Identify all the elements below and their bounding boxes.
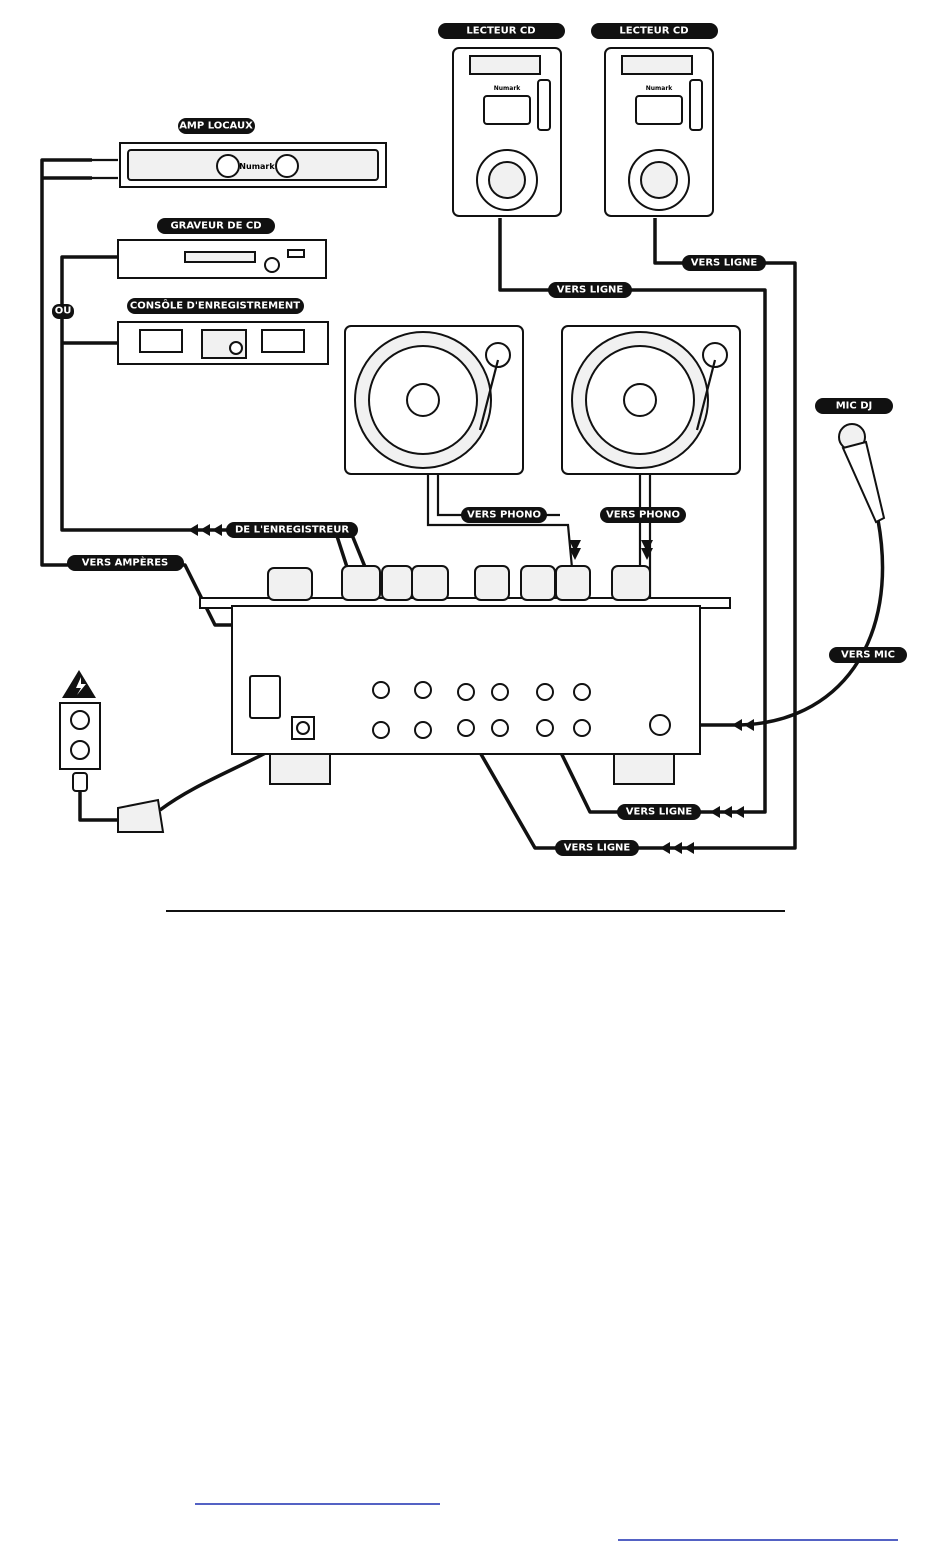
label-recording-console: CONSÔLE D'ENREGISTREMENT (127, 298, 304, 314)
label-mic: MIC DJ (815, 398, 893, 414)
svg-text:GRAVEUR DE CD: GRAVEUR DE CD (170, 221, 261, 232)
label-from-recorder: DE L'ENREGISTREUR (226, 522, 358, 538)
svg-text:OU: OU (55, 306, 72, 317)
label-cd-burner: GRAVEUR DE CD (157, 218, 275, 234)
svg-text:VERS LIGNE: VERS LIGNE (564, 843, 631, 854)
svg-text:LECTEUR CD: LECTEUR CD (619, 26, 688, 37)
svg-text:VERS LIGNE: VERS LIGNE (626, 807, 693, 818)
label-to-line-bottom-2: VERS LIGNE (555, 840, 639, 856)
label-to-phono-2: VERS PHONO (600, 507, 686, 523)
svg-text:AMP LOCAUX: AMP LOCAUX (179, 121, 253, 132)
turntable-2 (562, 326, 740, 474)
label-amp: AMP LOCAUX (178, 118, 255, 134)
mixer-knobs (268, 566, 650, 600)
svg-text:VERS LIGNE: VERS LIGNE (557, 285, 624, 296)
power-outlet-icon (60, 703, 100, 769)
svg-text:VERS LIGNE: VERS LIGNE (691, 258, 758, 269)
label-to-amps: VERS AMPÈRES (67, 555, 184, 571)
cd-player-2: Numark (605, 48, 713, 216)
cd-player-1: Numark (453, 48, 561, 216)
svg-text:VERS PHONO: VERS PHONO (467, 510, 541, 521)
amp-logo: Numark (239, 162, 275, 171)
label-to-line-bottom-1: VERS LIGNE (617, 804, 701, 820)
label-to-mic: VERS MIC (829, 647, 907, 663)
microphone (839, 424, 884, 522)
label-to-line-cd1: VERS LIGNE (548, 282, 632, 298)
cd-burner (118, 240, 326, 278)
cd-logo-1: Numark (494, 85, 522, 92)
turntable-1 (345, 326, 523, 474)
power-plug-icon (73, 773, 163, 832)
svg-text:CONSÔLE D'ENREGISTREMENT: CONSÔLE D'ENREGISTREMENT (130, 299, 300, 312)
label-to-line-cd2: VERS LIGNE (682, 255, 766, 271)
svg-text:VERS AMPÈRES: VERS AMPÈRES (82, 556, 169, 569)
label-or: OU (52, 304, 74, 319)
svg-text:VERS PHONO: VERS PHONO (606, 510, 680, 521)
warning-triangle-icon (62, 670, 96, 698)
svg-text:LECTEUR CD: LECTEUR CD (466, 26, 535, 37)
amplifier: Numark (120, 143, 386, 187)
svg-text:MIC DJ: MIC DJ (836, 401, 873, 412)
cd-logo-2: Numark (646, 85, 674, 92)
mixer (200, 566, 730, 784)
svg-text:DE L'ENREGISTREUR: DE L'ENREGISTREUR (235, 525, 349, 536)
label-cd-player-2: LECTEUR CD (591, 23, 718, 39)
recording-console (118, 322, 328, 364)
svg-text:VERS MIC: VERS MIC (841, 650, 895, 661)
label-cd-player-1: LECTEUR CD (438, 23, 565, 39)
label-to-phono-1: VERS PHONO (461, 507, 547, 523)
